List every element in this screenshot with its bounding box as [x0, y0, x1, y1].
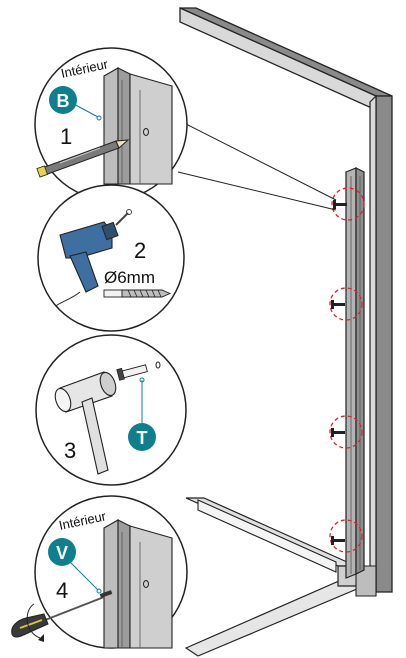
drill-bit-icon	[103, 289, 172, 298]
badge-t-letter: T	[137, 428, 148, 448]
pencil-icon	[36, 139, 130, 178]
screw-position-3	[329, 415, 363, 449]
step-2: 2 Ø6mm	[37, 184, 185, 332]
step-2-number: 2	[134, 238, 146, 263]
screw-position-1	[331, 187, 365, 221]
badge-v-letter: V	[56, 543, 68, 563]
wall-plug-icon	[116, 361, 161, 381]
screw-position-2	[329, 287, 363, 321]
drill-size-label: Ø6mm	[104, 268, 155, 287]
badge-b	[49, 86, 77, 114]
step-4: Intérieur V 4	[11, 495, 188, 649]
step-4-number: 4	[56, 578, 68, 603]
step-3: T 3	[35, 334, 187, 486]
screw-position-4	[329, 519, 363, 553]
hammer-icon	[54, 371, 117, 475]
screwdriver-icon	[11, 590, 113, 642]
drill-icon	[55, 209, 132, 307]
wall-profile	[345, 167, 365, 579]
badge-b-letter: B	[57, 91, 70, 111]
screw-positions	[329, 187, 365, 553]
badge-v	[48, 538, 76, 566]
step-1-number: 1	[60, 124, 72, 149]
step-3-number: 3	[64, 438, 76, 463]
zoom-lines	[177, 123, 337, 211]
wall-structure	[179, 6, 393, 657]
badge-t	[128, 423, 156, 451]
step-1: Intérieur B 1	[34, 47, 188, 201]
